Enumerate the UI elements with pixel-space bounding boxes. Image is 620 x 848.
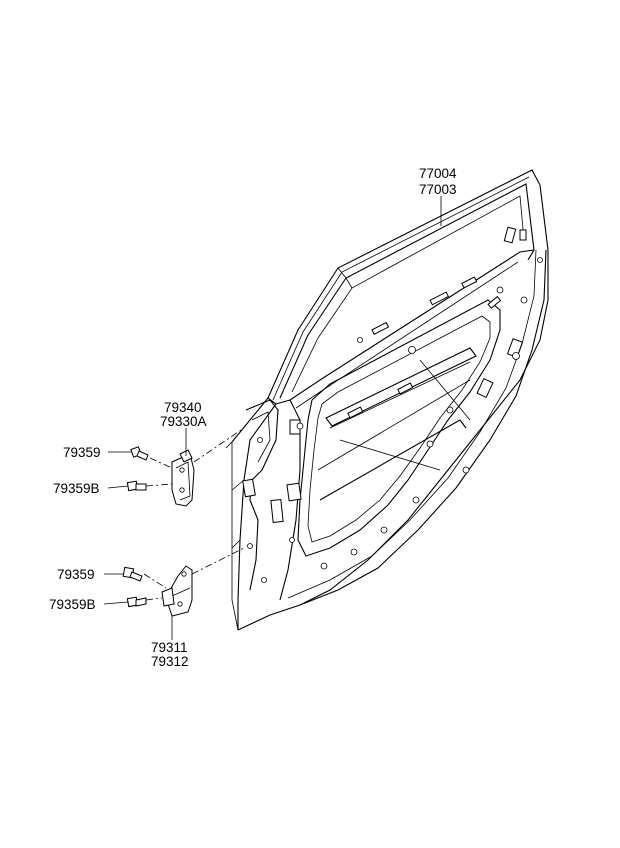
label-door-part-b: 77003: [419, 182, 457, 197]
leader-bolt-upper-2: [107, 485, 129, 489]
label-lower-bolt-1: 79359: [57, 567, 95, 582]
upper-bolt-79359b: [126, 480, 147, 492]
lower-bolt-79359b: [126, 596, 147, 608]
lower-hinge-to-door-line: [191, 547, 245, 575]
lower-hinge-guide-line: [143, 573, 167, 589]
label-upper-hinge-a: 79340: [164, 400, 202, 415]
label-upper-hinge-b: 79330A: [160, 414, 207, 429]
upper-hinge-to-door-line: [193, 427, 245, 463]
upper-hinge-guide-line-2: [145, 483, 173, 487]
lower-bolt-79359: [122, 566, 143, 582]
lower-hinge-guide-line-2: [145, 597, 163, 601]
rear-door-panel: [225, 169, 549, 631]
upper-hinge-guide-line: [149, 457, 173, 469]
upper-bolt-79359: [130, 446, 149, 461]
leader-bolt-lower-2: [103, 601, 129, 605]
label-lower-hinge-b: 79312: [151, 654, 189, 669]
label-upper-bolt-1: 79359: [63, 445, 101, 460]
upper-hinge: [171, 449, 195, 507]
label-upper-bolt-2: 79359B: [53, 481, 100, 496]
lower-hinge: [161, 565, 193, 617]
label-door-part-a: 77004: [419, 166, 457, 181]
label-lower-hinge-a: 79311: [151, 640, 188, 655]
label-lower-bolt-2: 79359B: [49, 597, 96, 612]
